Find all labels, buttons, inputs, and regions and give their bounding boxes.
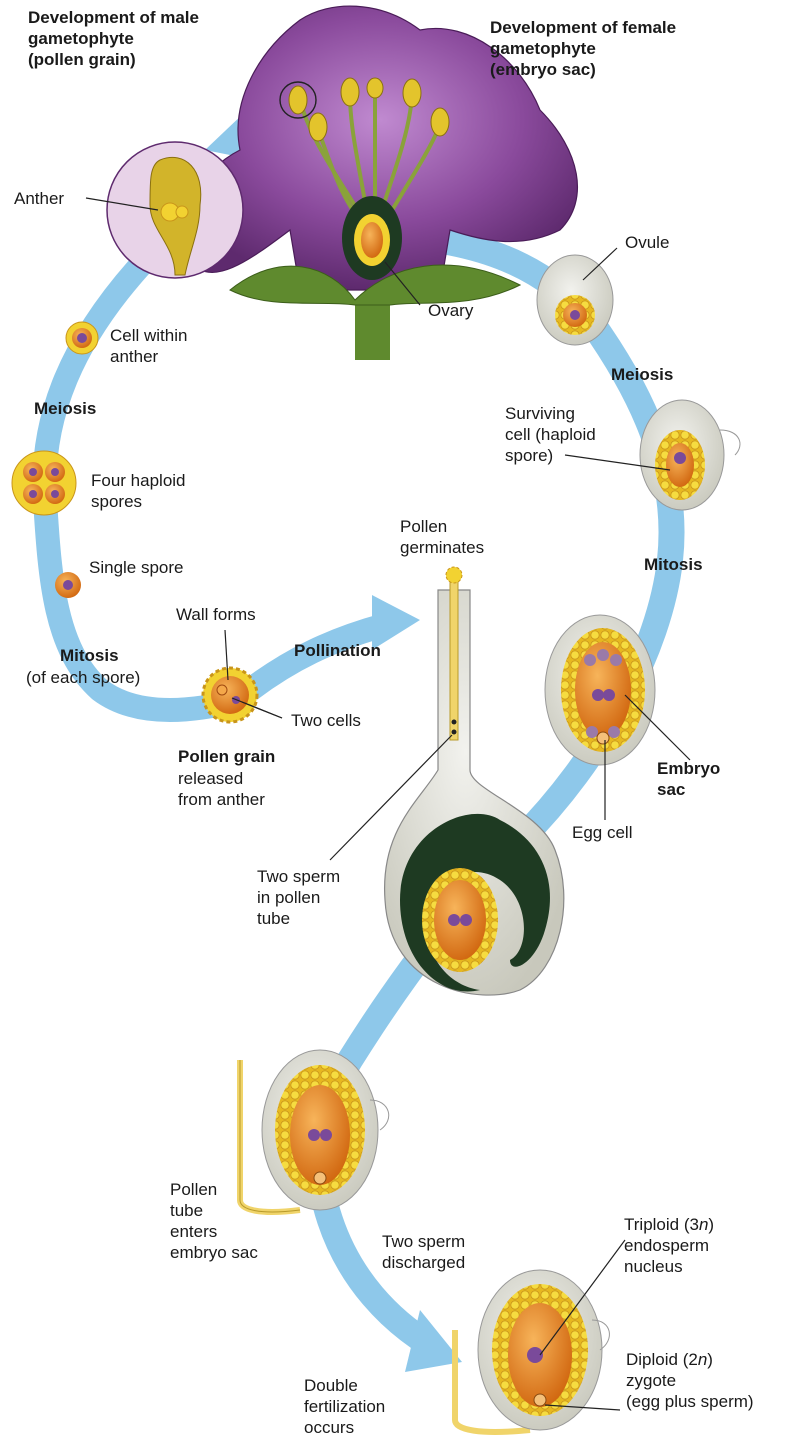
anther-magnified	[107, 142, 243, 278]
of-each-spore-label: (of each spore)	[26, 667, 140, 688]
triploid-label: Triploid (3n)	[624, 1214, 714, 1235]
double-fertilization-label: Double fertilization occurs	[304, 1375, 385, 1438]
pollination-label: Pollination	[294, 640, 381, 661]
pollen-tube-illustration	[385, 567, 564, 995]
ovule-top	[537, 255, 613, 345]
surviving-cell-label: Surviving cell (haploid spore)	[505, 403, 596, 466]
mitosis-right-label: Mitosis	[644, 554, 703, 575]
ovule-embryo-sac	[545, 615, 655, 765]
wall-forms-label: Wall forms	[176, 604, 256, 625]
flower-stem	[355, 300, 390, 360]
diploid-label: Diploid (2n)	[626, 1349, 713, 1370]
embryo-sac-label: Embryo sac	[657, 758, 720, 800]
pollen-tube-enters-label: Pollen tube enters embryo sac	[170, 1179, 258, 1263]
ovule-surviving-cell	[640, 400, 740, 510]
single-spore-icon	[55, 572, 81, 598]
ovary-label: Ovary	[428, 300, 473, 321]
single-spore-label: Single spore	[89, 557, 184, 578]
anther-label: Anther	[14, 188, 64, 209]
two-cells-label: Two cells	[291, 710, 361, 731]
pollen-grain-label: Pollen grain	[178, 746, 275, 767]
ovule-label: Ovule	[625, 232, 669, 253]
released-from-anther-label: released from anther	[178, 768, 265, 810]
right-cycle-arrow	[320, 235, 672, 1345]
pollen-grain-icon	[203, 668, 257, 722]
ovule-pollen-tube-enters	[240, 1050, 389, 1212]
female-gametophyte-heading: Development of female gametophyte (embry…	[490, 17, 676, 80]
meiosis-left-label: Meiosis	[34, 398, 96, 419]
triploid-rest-label: endosperm nucleus	[624, 1235, 709, 1277]
meiosis-right-label: Meiosis	[611, 364, 673, 385]
two-sperm-in-tube-label: Two sperm in pollen tube	[257, 866, 340, 929]
mitosis-left-label: Mitosis	[60, 645, 119, 666]
four-spores-icon	[12, 451, 76, 515]
pollen-germinates-label: Pollen germinates	[400, 516, 484, 558]
cell-within-anther-icon	[66, 322, 98, 354]
male-gametophyte-heading: Development of male gametophyte (pollen …	[28, 7, 199, 70]
cell-within-anther-label: Cell within anther	[110, 325, 187, 367]
two-sperm-discharged-label: Two sperm discharged	[382, 1231, 465, 1273]
egg-cell-label: Egg cell	[572, 822, 632, 843]
four-haploid-spores-label: Four haploid spores	[91, 470, 186, 512]
diploid-rest-label: zygote (egg plus sperm)	[626, 1370, 754, 1412]
